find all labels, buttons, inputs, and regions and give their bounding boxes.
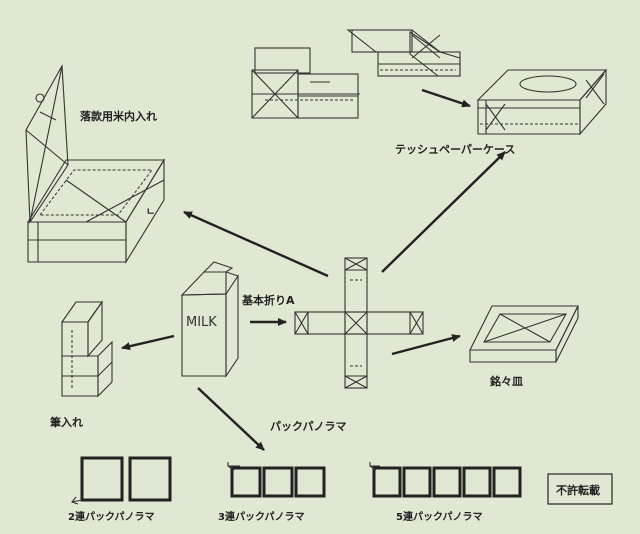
tissue-pieces-drawing: [251, 29, 461, 119]
plate-drawing: [469, 305, 579, 363]
pen-holder-label: 筆入れ: [50, 415, 83, 429]
panorama-5-label: 5連パックパノラマ: [396, 510, 482, 523]
milk-carton-drawing: [180, 261, 239, 378]
arrow-icon: [121, 88, 506, 451]
svg-text:ㄴ: ㄴ: [146, 207, 155, 218]
no-reprint-box: [547, 473, 613, 505]
milk-text: MILK: [186, 315, 217, 330]
panorama-label: パックパノラマ: [270, 420, 346, 433]
pen-holder-drawing: [60, 300, 113, 398]
panorama-2-drawing: [71, 456, 172, 505]
tissue-case-drawing: [476, 68, 608, 136]
panorama-3-label: 3連パックパノラマ: [218, 510, 304, 523]
panorama-2-label: 2連パックパノラマ: [68, 510, 154, 523]
rice-box-label: 落款用米内入れ: [80, 109, 157, 123]
base-fold-label: 基本折りA: [241, 293, 295, 307]
panorama-3-drawing: [227, 462, 326, 498]
plate-label: 銘々皿: [490, 374, 523, 388]
rice-box-drawing: ㄴ: [25, 64, 165, 264]
tissue-case-label: テッシュペーパーケース: [395, 143, 515, 156]
base-fold-cross-drawing: [294, 257, 424, 389]
panorama-5-drawing: [369, 462, 522, 498]
no-reprint-label: 不許転載: [556, 483, 600, 497]
